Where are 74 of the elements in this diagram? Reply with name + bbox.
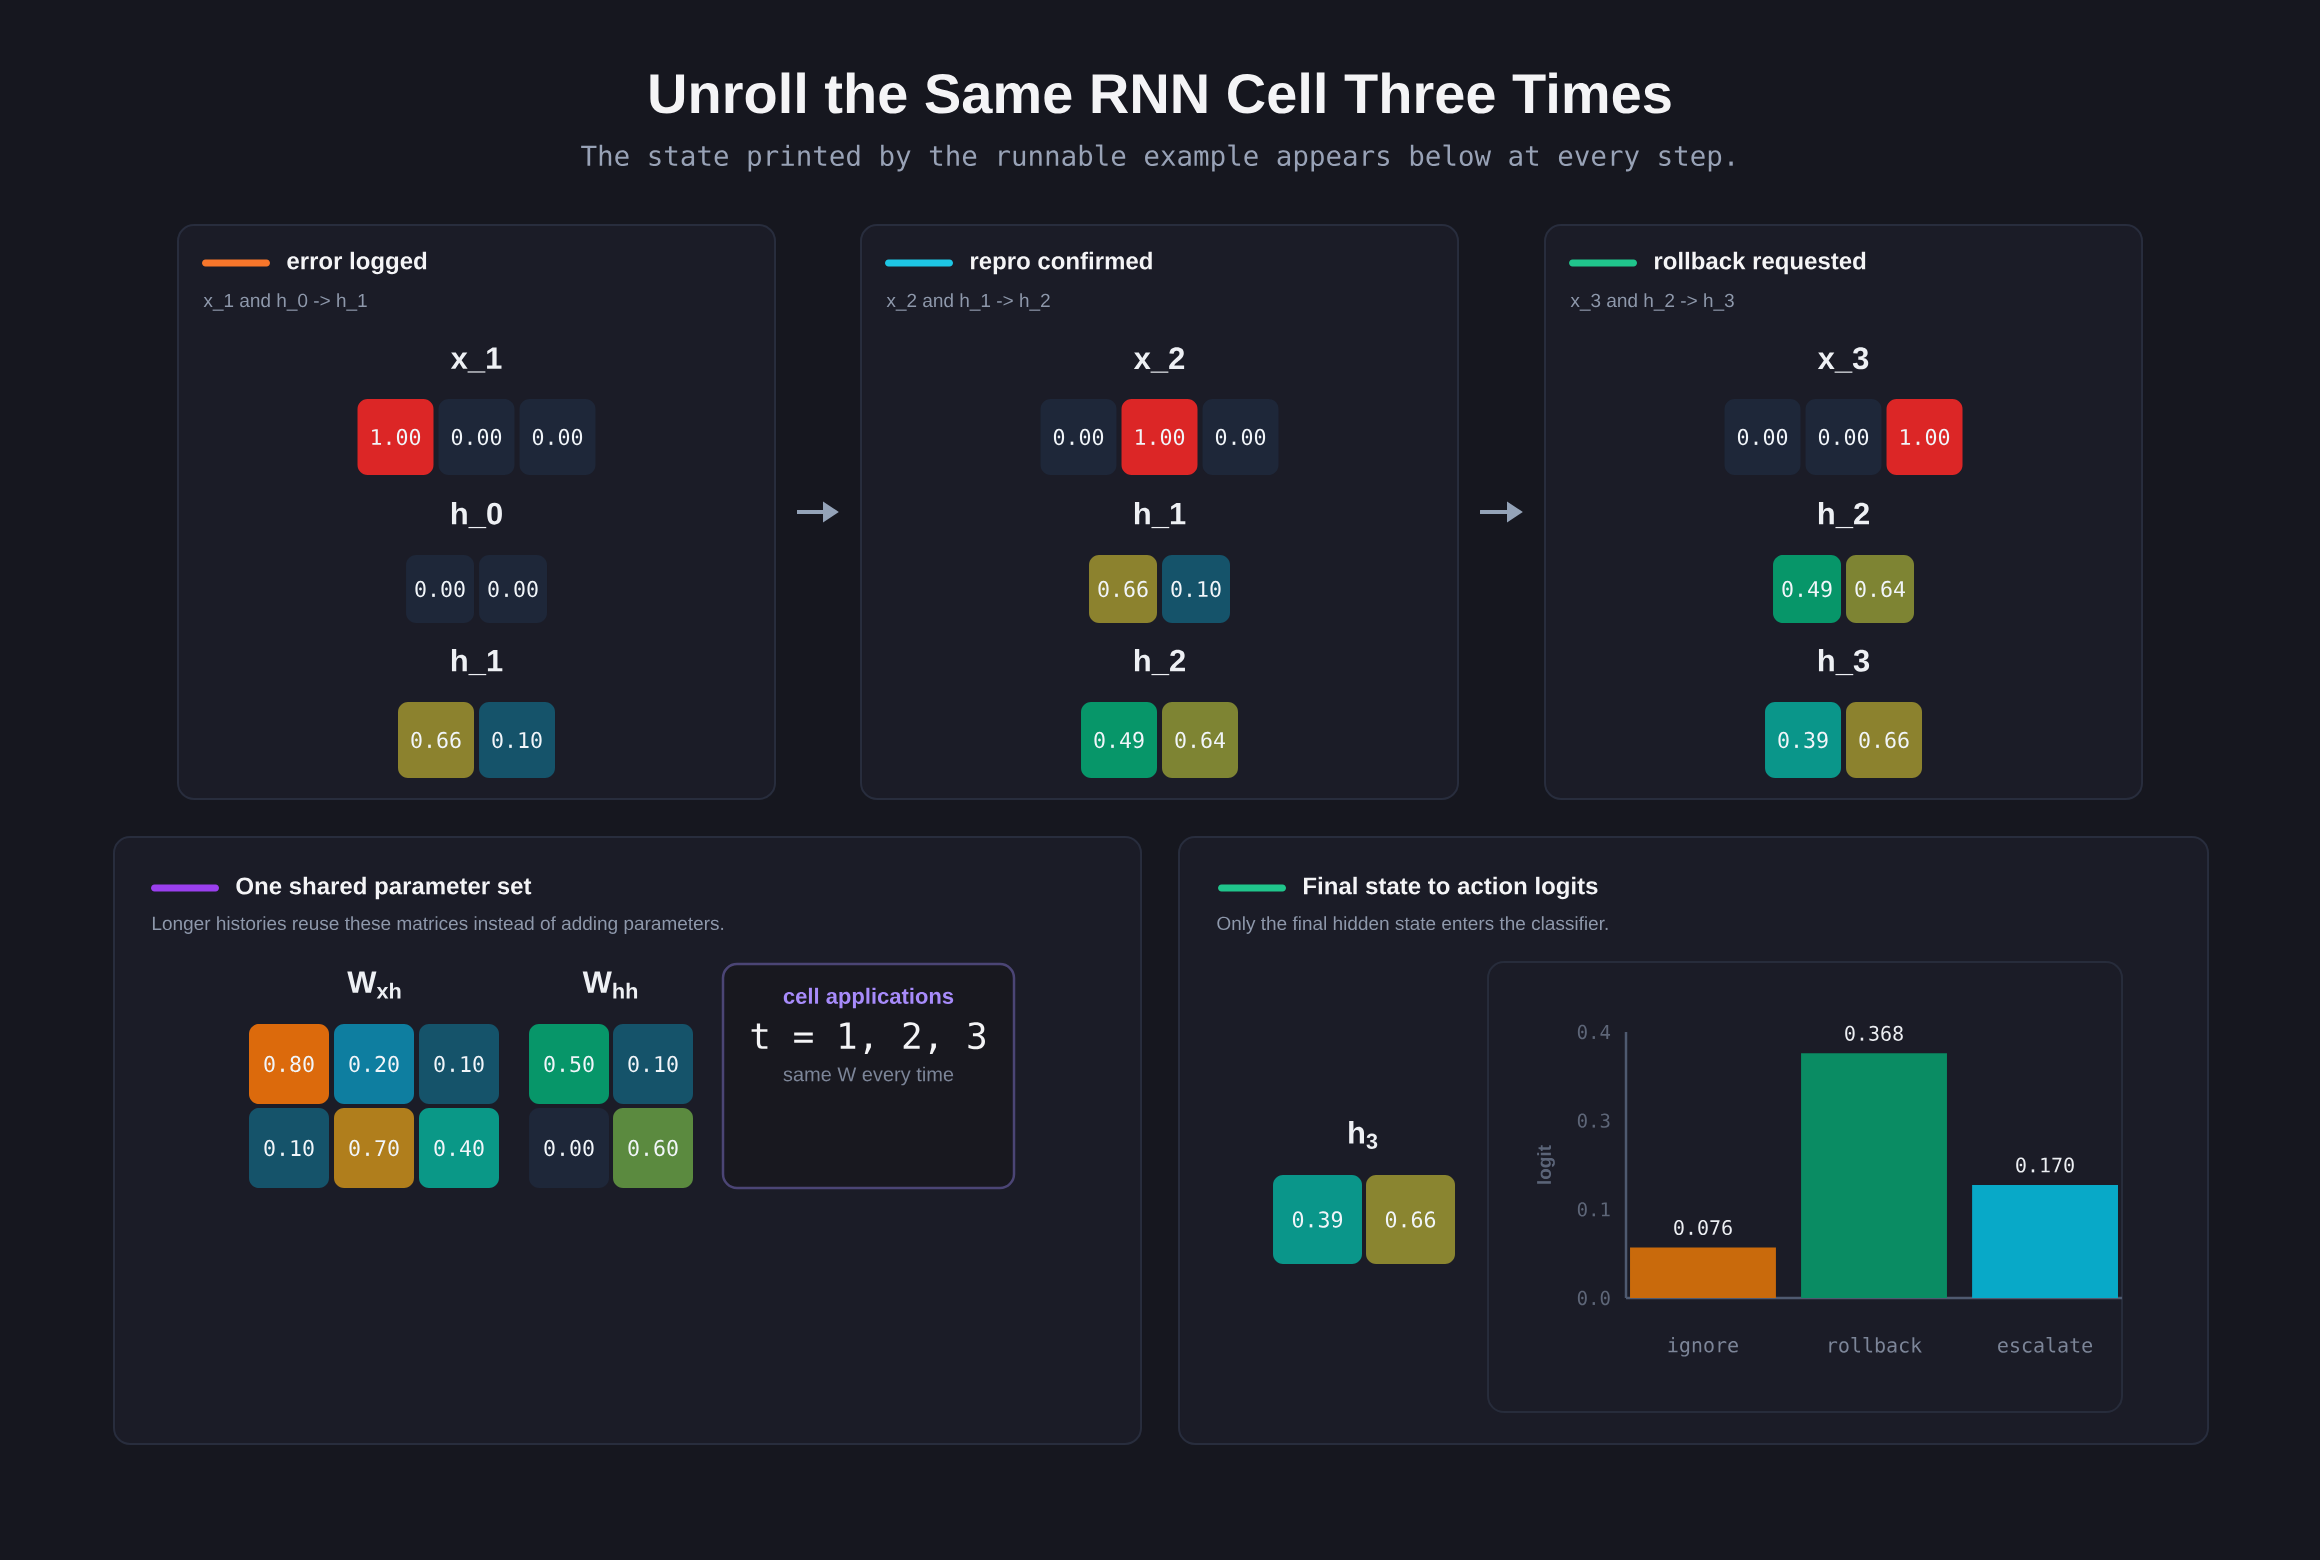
value-cell: 0.66	[1846, 702, 1922, 778]
box-heading: cell applications	[783, 987, 954, 1009]
panel-subtitle: x_3 and h_2 -> h_3	[1570, 293, 1734, 311]
value-cell: 0.39	[1765, 702, 1841, 778]
value-label: 0.368	[1845, 1025, 1903, 1041]
panel-title: error logged	[287, 251, 427, 275]
vector-label: h_1	[451, 648, 503, 676]
y-tick-label: 0.1	[1577, 1202, 1610, 1217]
x-tick-label: rollback	[1829, 1337, 1922, 1353]
value-cell: 0.10	[479, 702, 555, 778]
bar	[1972, 1184, 2118, 1299]
value-cell: 0.10	[419, 1024, 499, 1104]
value-cell: 0.40	[419, 1108, 499, 1188]
value-cell: 0.00	[1202, 399, 1279, 475]
value-cell: 0.49	[1081, 702, 1157, 778]
value-cell: 0.70	[334, 1108, 414, 1188]
panel-title: One shared parameter set	[236, 876, 532, 900]
value-cell: 0.00	[529, 1108, 609, 1188]
value-label: 0.170	[2016, 1157, 2074, 1173]
y-tick-label: 0.4	[1577, 1024, 1611, 1040]
y-tick-label: 0.0	[1577, 1290, 1610, 1306]
subtitle: The state printed by the runnable example appears below at every step.	[581, 144, 1733, 172]
y-tick-label: 0.3	[1577, 1113, 1610, 1128]
title: Unroll the Same RNN Cell Three Times	[650, 72, 1671, 114]
value-cell: 0.64	[1162, 702, 1238, 778]
value-cell: 0.10	[249, 1108, 329, 1188]
panel-subtitle: x_1 and h_0 -> h_1	[203, 293, 367, 311]
vector-label: h_1	[1134, 501, 1186, 529]
value-cell: 0.66	[398, 702, 474, 778]
value-cell: 0.00	[1724, 399, 1801, 475]
value-cell: 1.00	[1886, 399, 1963, 475]
value-cell: 0.10	[1162, 555, 1230, 623]
value-cell: 0.00	[479, 555, 547, 623]
vector-label: W$_{xh}$	[347, 971, 401, 999]
vector-label: h_2	[1818, 501, 1869, 529]
value-cell: 0.00	[406, 555, 474, 623]
bar	[1630, 1247, 1776, 1299]
value-cell: 0.00	[1805, 399, 1882, 475]
panel-subtitle: Only the final hidden state enters the classifier.	[1217, 916, 1608, 934]
value-cell: 0.00	[519, 399, 596, 475]
vector-label: h_3	[1818, 648, 1870, 676]
vector-label: W$_{hh}$	[582, 971, 638, 999]
value-cell: 0.50	[529, 1024, 609, 1104]
value-cell: 0.00	[438, 399, 515, 475]
vector-label: h$_{3}$	[1349, 1121, 1378, 1149]
value-cell: 1.00	[357, 399, 434, 475]
box-note: same W every time	[783, 1066, 954, 1086]
x-tick-label: escalate	[1998, 1337, 2093, 1353]
value-cell: 0.20	[334, 1024, 414, 1104]
vector-label: h_0	[451, 501, 502, 529]
vector-label: h_2	[1134, 648, 1185, 676]
x-tick-label: ignore	[1668, 1337, 1738, 1357]
panel-title: rollback requested	[1655, 251, 1866, 275]
value-cell: 0.10	[613, 1024, 693, 1104]
vector-label: x_3	[1817, 347, 1869, 373]
value-cell: 0.66	[1366, 1175, 1455, 1264]
value-label: 0.076	[1674, 1219, 1732, 1236]
value-cell: 0.49	[1773, 555, 1841, 623]
value-cell: 0.66	[1089, 555, 1157, 623]
y-axis-title: logit	[1537, 1145, 1555, 1184]
panel-title: Final state to action logits	[1304, 876, 1598, 900]
panel-subtitle: Longer histories reuse these matrices instead of adding parameters.	[152, 916, 724, 934]
value-cell: 1.00	[1121, 399, 1198, 475]
value-cell: 0.39	[1273, 1175, 1362, 1264]
value-cell: 0.64	[1846, 555, 1914, 623]
vector-label: x_2	[1133, 347, 1185, 373]
formula: t = 1, 2, 3	[751, 1022, 985, 1054]
panel-subtitle: x_2 and h_1 -> h_2	[886, 293, 1050, 311]
value-cell: 0.00	[1040, 399, 1117, 475]
panel-title: repro confirmed	[971, 251, 1152, 275]
value-cell: 0.80	[249, 1024, 329, 1104]
value-cell: 0.60	[613, 1108, 693, 1188]
bar	[1801, 1053, 1947, 1299]
vector-label: x_1	[450, 347, 502, 373]
